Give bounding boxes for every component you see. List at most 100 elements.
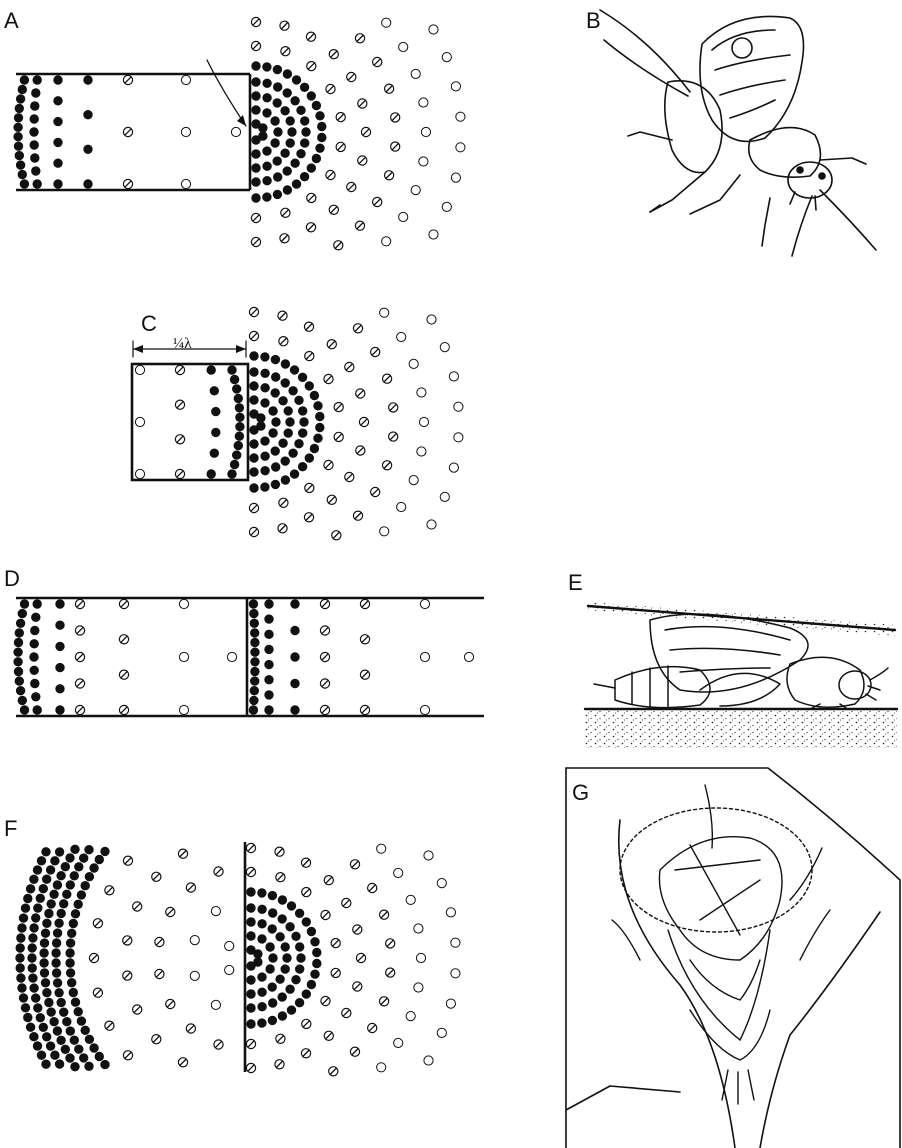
compression-particle bbox=[271, 139, 279, 147]
compression-particle bbox=[316, 112, 324, 120]
compression-particle bbox=[298, 373, 306, 381]
quarter-wavelength-marker: ¼λ bbox=[133, 336, 246, 357]
compression-particle bbox=[30, 984, 38, 992]
rarefaction-particle bbox=[382, 237, 391, 246]
compression-particle bbox=[247, 976, 255, 984]
compression-particle bbox=[292, 932, 300, 940]
panel-label-e: E bbox=[568, 570, 583, 595]
compression-particle bbox=[261, 483, 269, 491]
compression-particle bbox=[259, 124, 267, 132]
compression-particle bbox=[53, 979, 61, 987]
rarefaction-particle bbox=[440, 492, 449, 501]
rarefaction-particle bbox=[406, 1012, 415, 1021]
compression-particle bbox=[15, 629, 23, 637]
compression-particle bbox=[66, 949, 74, 957]
compression-particle bbox=[265, 645, 273, 653]
compression-particle bbox=[268, 1016, 276, 1024]
compression-particle bbox=[234, 394, 242, 402]
compression-particle bbox=[261, 399, 269, 407]
compression-particle bbox=[273, 99, 281, 107]
rarefaction-particle bbox=[437, 1028, 446, 1037]
rarefaction-particle bbox=[420, 652, 429, 661]
compression-particle bbox=[15, 104, 23, 112]
rarefaction-particle bbox=[135, 469, 144, 478]
compression-particle bbox=[40, 949, 48, 957]
compression-particle bbox=[247, 962, 255, 970]
arrow-pointer-a bbox=[207, 60, 246, 126]
compression-particle bbox=[14, 648, 22, 656]
compression-particle bbox=[286, 418, 294, 426]
compression-particle bbox=[57, 998, 65, 1006]
rarefaction-particle bbox=[424, 1056, 433, 1065]
rarefaction-particle bbox=[181, 179, 190, 188]
compression-particle bbox=[30, 141, 38, 149]
rarefaction-particle bbox=[399, 212, 408, 221]
compression-particle bbox=[310, 444, 318, 452]
compression-particle bbox=[251, 677, 259, 685]
rarefaction-particle bbox=[442, 53, 451, 62]
compression-particle bbox=[307, 927, 315, 935]
compression-particle bbox=[63, 1018, 71, 1026]
compression-particle bbox=[55, 848, 63, 856]
rarefaction-particle bbox=[380, 308, 389, 317]
compression-particle bbox=[278, 993, 286, 1001]
compression-particle bbox=[263, 63, 271, 71]
rarefaction-particle bbox=[456, 143, 465, 152]
compression-particle bbox=[39, 1023, 47, 1031]
rarefaction-particle bbox=[399, 42, 408, 51]
compression-particle bbox=[46, 866, 54, 874]
rarefaction-particle bbox=[454, 433, 463, 442]
compression-particle bbox=[274, 83, 282, 91]
compression-particle bbox=[19, 914, 27, 922]
compression-particle bbox=[66, 1054, 74, 1062]
compression-particle bbox=[230, 460, 238, 468]
compression-particle bbox=[269, 407, 277, 415]
compression-particle bbox=[281, 476, 289, 484]
burrow-ceiling bbox=[588, 602, 895, 636]
compression-particle bbox=[266, 965, 274, 973]
panel-label-g: G bbox=[572, 780, 589, 805]
compression-particle bbox=[30, 115, 38, 123]
compression-particle bbox=[252, 62, 260, 70]
compression-particle bbox=[302, 918, 310, 926]
rarefaction-particle bbox=[225, 965, 234, 974]
compression-particle bbox=[236, 413, 244, 421]
compression-particle bbox=[14, 658, 22, 666]
compression-particle bbox=[85, 1035, 93, 1043]
compression-particle bbox=[305, 382, 313, 390]
rarefaction-particle bbox=[417, 388, 426, 397]
compression-particle bbox=[39, 885, 47, 893]
compression-particle bbox=[81, 1026, 89, 1034]
compression-particle bbox=[314, 434, 322, 442]
compression-particle bbox=[68, 979, 76, 987]
compression-particle bbox=[19, 994, 27, 1002]
panel-label-b: B bbox=[586, 8, 601, 33]
compression-particle bbox=[261, 467, 269, 475]
compression-particle bbox=[40, 939, 48, 947]
compression-particle bbox=[271, 480, 279, 488]
compression-particle bbox=[263, 109, 271, 117]
compression-particle bbox=[56, 663, 64, 671]
compression-particle bbox=[250, 440, 258, 448]
rarefaction-particle bbox=[440, 343, 449, 352]
compression-particle bbox=[54, 180, 62, 188]
compression-particle bbox=[307, 980, 315, 988]
compression-particle bbox=[258, 1003, 266, 1011]
panel-g: G bbox=[566, 768, 900, 1148]
compression-particle bbox=[316, 144, 324, 152]
compression-particle bbox=[57, 909, 65, 917]
compression-particle bbox=[47, 900, 55, 908]
compression-particle bbox=[32, 167, 40, 175]
compression-particle bbox=[18, 984, 26, 992]
compression-particle bbox=[258, 973, 266, 981]
compression-particle bbox=[271, 117, 279, 125]
compression-particle bbox=[268, 891, 276, 899]
compression-particle bbox=[252, 106, 260, 114]
compression-particle bbox=[20, 180, 28, 188]
compression-particle bbox=[281, 457, 289, 465]
compression-particle bbox=[261, 384, 269, 392]
rarefaction-particle bbox=[429, 230, 438, 239]
compression-particle bbox=[66, 881, 74, 889]
rarefaction-particle bbox=[451, 938, 460, 947]
compression-particle bbox=[30, 653, 38, 661]
